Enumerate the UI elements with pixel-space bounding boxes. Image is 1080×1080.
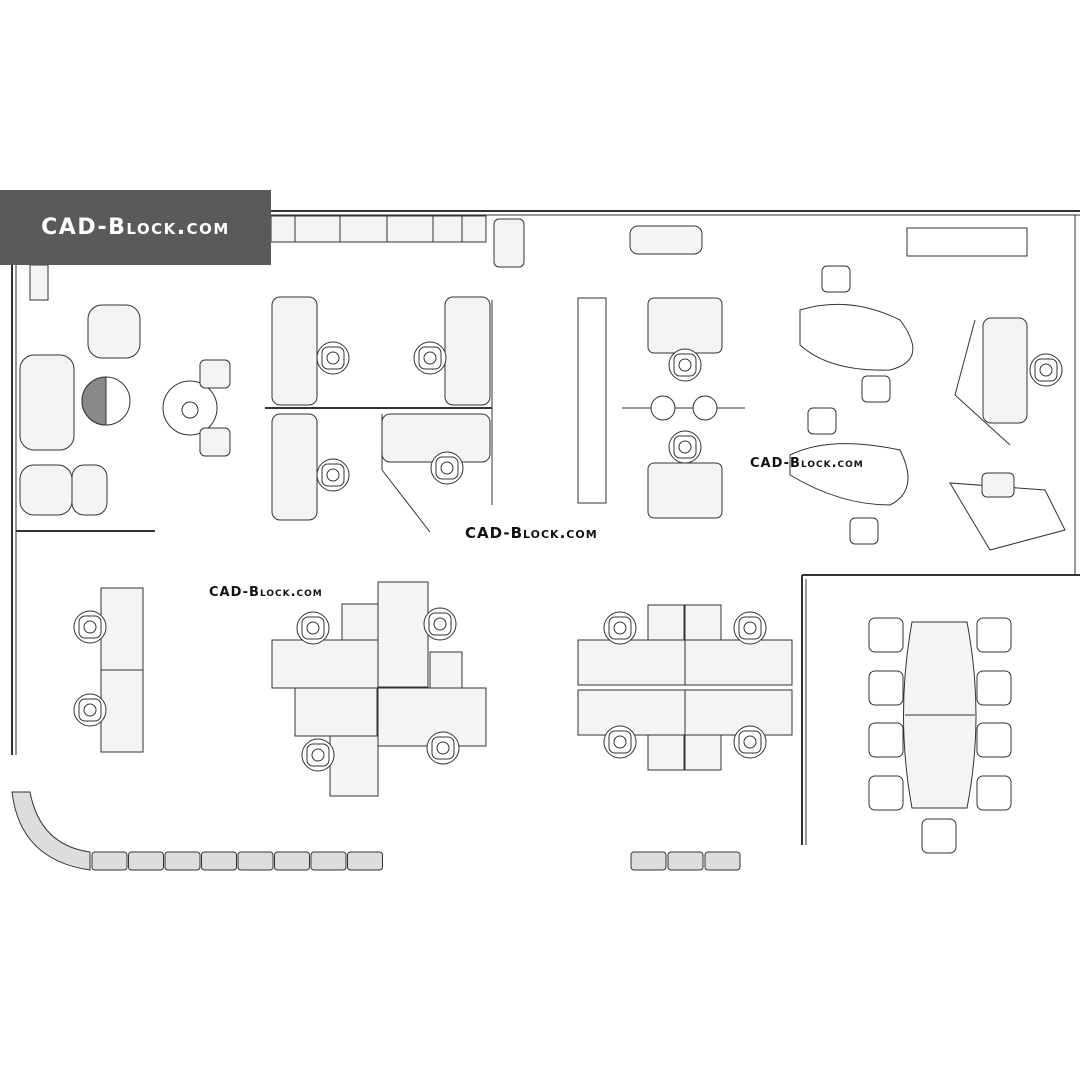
desk — [685, 640, 792, 685]
desk — [430, 652, 462, 688]
person-head — [434, 618, 446, 630]
conference-chair — [977, 618, 1011, 652]
bench-seat — [165, 852, 200, 870]
conference-chair — [977, 671, 1011, 705]
bench-seat — [202, 852, 237, 870]
bench-seat — [668, 852, 703, 870]
curved-bench — [12, 792, 90, 870]
conference-chair — [869, 671, 903, 705]
bench-seat — [92, 852, 127, 870]
desk — [295, 688, 377, 736]
person-head — [441, 462, 453, 474]
desk — [578, 640, 685, 685]
bench-desk — [578, 298, 606, 503]
pebble-table — [790, 444, 908, 505]
conference-chair — [869, 723, 903, 757]
watermark: CAD-Block.com — [465, 524, 598, 542]
person-head — [312, 749, 324, 761]
person-head — [744, 622, 756, 634]
desk — [648, 298, 722, 353]
person-head — [327, 469, 339, 481]
partition — [955, 320, 1010, 445]
bench-seat — [705, 852, 740, 870]
bench-seat — [631, 852, 666, 870]
chair — [982, 473, 1014, 497]
desk — [382, 414, 490, 462]
desk — [983, 318, 1027, 423]
person-head — [614, 622, 626, 634]
conference-chair — [977, 723, 1011, 757]
logo-text: CAD-Block.com — [41, 215, 230, 240]
desk — [578, 690, 685, 735]
desk — [378, 582, 428, 687]
pedestal — [648, 605, 684, 640]
partition — [382, 470, 430, 532]
chair — [808, 408, 836, 434]
stool — [651, 396, 675, 420]
armchair — [20, 465, 72, 515]
conference-chair — [922, 819, 956, 853]
bench-seat — [348, 852, 383, 870]
desk — [101, 670, 143, 752]
desk — [272, 414, 317, 520]
person-head — [1040, 364, 1052, 376]
person-head — [679, 441, 691, 453]
conference-chair — [869, 618, 903, 652]
watermark: CAD-Block.com — [209, 585, 323, 600]
desk — [648, 463, 722, 518]
person-head — [437, 742, 449, 754]
desk — [272, 297, 317, 405]
side-table-half — [82, 377, 106, 425]
stool — [693, 396, 717, 420]
armchair — [72, 465, 107, 515]
pedestal — [685, 735, 721, 770]
desk — [342, 604, 378, 640]
person-head — [744, 736, 756, 748]
desk — [685, 690, 792, 735]
pedestal — [685, 605, 721, 640]
desk — [330, 736, 378, 796]
pebble-table — [800, 304, 913, 370]
person-head — [424, 352, 436, 364]
logo-banner: CAD-Block.com — [0, 190, 271, 265]
printer — [494, 219, 524, 267]
chair — [850, 518, 878, 544]
lounge-chair — [200, 428, 230, 456]
door-post — [30, 265, 48, 300]
shelf-unit — [907, 228, 1027, 256]
chair — [822, 266, 850, 292]
person-head — [614, 736, 626, 748]
desk — [272, 640, 378, 688]
storage-cabinet — [271, 216, 486, 242]
bench-seat — [238, 852, 273, 870]
lounge-chair — [200, 360, 230, 388]
person-head — [307, 622, 319, 634]
sofa — [20, 355, 74, 450]
conference-chair — [869, 776, 903, 810]
person-head — [327, 352, 339, 364]
person-head — [84, 621, 96, 633]
person-head — [679, 359, 691, 371]
bench-seat — [129, 852, 164, 870]
bench-seat — [311, 852, 346, 870]
bench-seat — [275, 852, 310, 870]
armchair — [88, 305, 140, 358]
conference-chair — [977, 776, 1011, 810]
copier — [630, 226, 702, 254]
person-head — [84, 704, 96, 716]
table-center — [182, 402, 198, 418]
pedestal — [648, 735, 684, 770]
desk — [101, 588, 143, 670]
watermark: CAD-Block.com — [750, 456, 864, 471]
chair — [862, 376, 890, 402]
desk — [445, 297, 490, 405]
